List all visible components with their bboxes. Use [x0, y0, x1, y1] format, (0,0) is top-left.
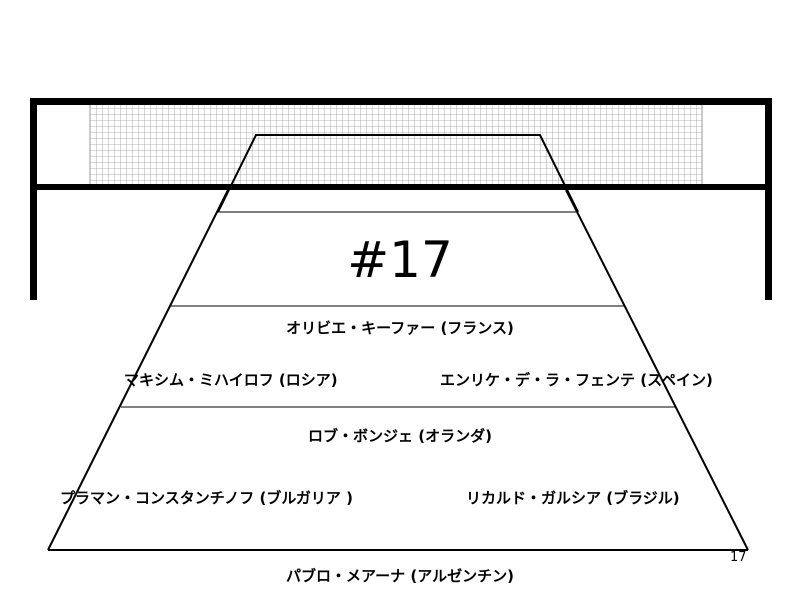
player-lower-left: プラマン・コンスタンチノフ (ブルガリア ) [60, 489, 353, 507]
player-middle-left: マキシム・ミハイロフ (ロシア) [124, 371, 338, 389]
player-lower-right: リカルド・ガルシア (ブラジル) [466, 489, 680, 507]
page-number: 17 [730, 550, 747, 565]
net-right-post [765, 98, 772, 300]
net-bottom-band [30, 184, 772, 190]
net-left-post [30, 98, 37, 300]
player-top-center: オリビエ・キーファー (フランス) [286, 319, 514, 337]
court-left-sideline [47, 189, 229, 551]
player-middle-right: エンリケ・デ・ラ・フェンテ (スペイン) [440, 371, 713, 389]
player-center: ロブ・ボンジェ (オランダ) [308, 427, 492, 445]
court-right-sideline [565, 189, 749, 551]
court-far-outline [217, 134, 579, 213]
player-bottom-center: パブロ・メアーナ (アルゼンチン) [286, 567, 514, 585]
net-mesh [89, 103, 703, 187]
slide-title: #17 [347, 231, 453, 289]
net-top-band [30, 98, 772, 105]
